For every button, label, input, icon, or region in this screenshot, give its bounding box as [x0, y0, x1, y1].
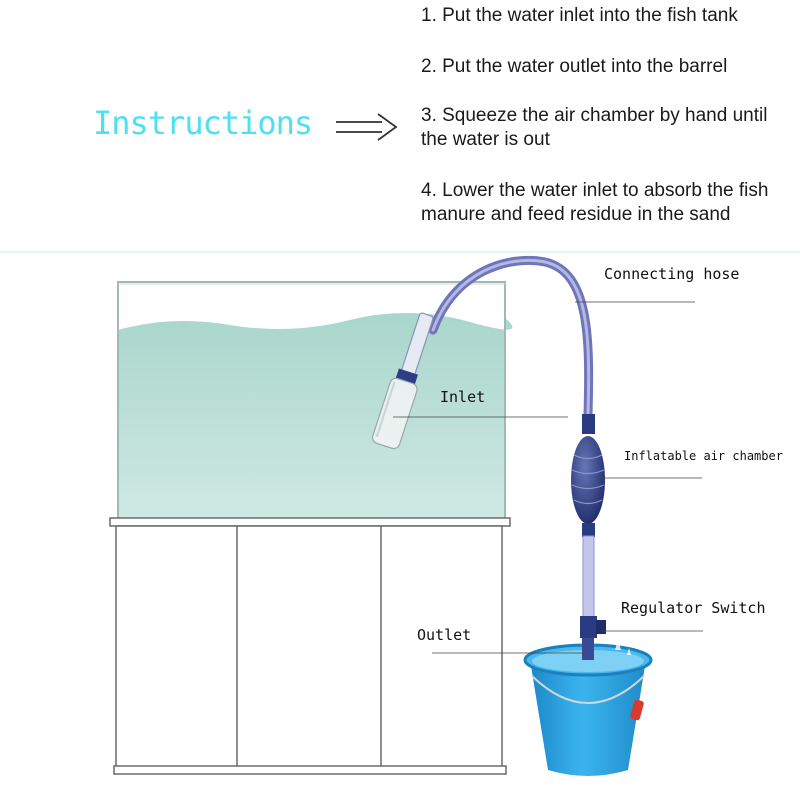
inflatable-air-chamber-label: Inflatable air chamber	[624, 449, 783, 463]
leader-lines	[393, 301, 703, 654]
bucket	[523, 640, 653, 776]
regulator-switch-label: Regulator Switch	[621, 599, 766, 617]
step-3: 3. Squeeze the air chamber by hand until…	[421, 105, 768, 150]
aquarium-siphon-illustration	[0, 251, 800, 776]
step-2: 2. Put the water outlet into the barrel	[421, 56, 728, 77]
inlet-tube	[371, 312, 434, 450]
inlet-label: Inlet	[440, 388, 486, 406]
inflatable-air-chamber	[571, 414, 605, 537]
outlet-label: Outlet	[417, 626, 472, 644]
step-1: 1. Put the water inlet into the fish tan…	[421, 5, 738, 26]
double-arrow-right-icon	[336, 113, 398, 141]
regulator-switch	[580, 616, 606, 660]
connecting-hose-label: Connecting hose	[604, 265, 740, 283]
tank-water	[118, 312, 513, 520]
tank-cabinet	[109, 517, 511, 775]
step-4: 4. Lower the water inlet to absorb the f…	[421, 180, 769, 225]
lower-hose	[582, 535, 595, 619]
instructions-label: Instructions	[93, 104, 313, 142]
